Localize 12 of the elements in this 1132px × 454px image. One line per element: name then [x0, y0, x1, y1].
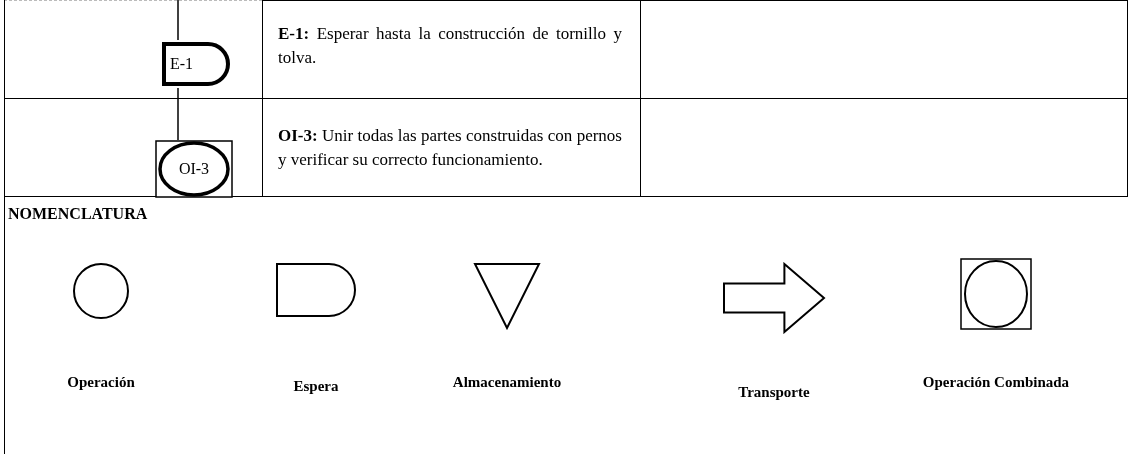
- legend-label: Operación: [66, 374, 136, 391]
- section-heading: NOMENCLATURA: [8, 204, 148, 224]
- connector-line: [177, 87, 179, 141]
- step-description: OI-3: Unir todas las partes construidas con pernos y verificar su correcto funcionamiento.: [278, 125, 622, 171]
- legend-label: Transporte: [737, 384, 811, 401]
- delay-symbol: E-1: [160, 40, 232, 88]
- legend-label: Espera: [292, 378, 340, 395]
- connector-line: [177, 0, 179, 41]
- step-description: E-1: Esperar hasta la construcción de tornillo y tolva.: [278, 23, 622, 69]
- legend-label: Operación Combinada: [921, 374, 1071, 391]
- legend-label: Almacenamiento: [451, 374, 563, 391]
- combined-operation-symbol: OI-3: [155, 140, 233, 198]
